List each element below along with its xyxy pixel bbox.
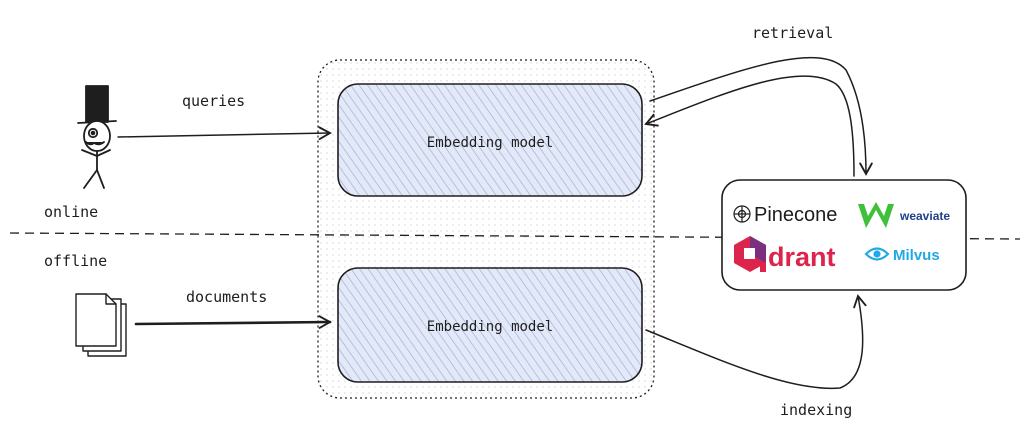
milvus-text: Milvus [893, 247, 940, 264]
documents-label: documents [186, 288, 267, 306]
documents-arrow [134, 315, 332, 329]
weaviate-text: weaviate [899, 209, 950, 223]
weaviate-logo-icon [858, 202, 894, 228]
stick-figure-top-hat-icon [77, 85, 117, 189]
document-stack-icon [75, 293, 127, 357]
queries-label: queries [182, 92, 245, 110]
embedding-model-offline: Embedding model [337, 267, 643, 383]
indexing-label: indexing [780, 401, 852, 419]
embedding-model-online-label: Embedding model [427, 135, 553, 151]
vector-db-box: Pinecone weaviate drant Milvus [721, 179, 967, 291]
retrieval-label: retrieval [752, 24, 833, 42]
pinecone-logo-icon [733, 205, 751, 223]
online-label: online [44, 203, 98, 221]
qdrant-text: drant [768, 242, 836, 272]
offline-label: offline [44, 252, 107, 270]
milvus-eye-logo-icon [864, 247, 890, 261]
embedding-model-offline-label: Embedding model [427, 319, 553, 335]
indexing-arrow [645, 294, 867, 390]
pinecone-text: Pinecone [754, 204, 837, 226]
queries-arrow [117, 126, 332, 140]
embedding-model-online: Embedding model [337, 83, 643, 197]
qdrant-logo-icon [734, 236, 766, 272]
retrieval-arrow-back [644, 75, 855, 177]
retrieval-arrow-out [649, 56, 873, 176]
